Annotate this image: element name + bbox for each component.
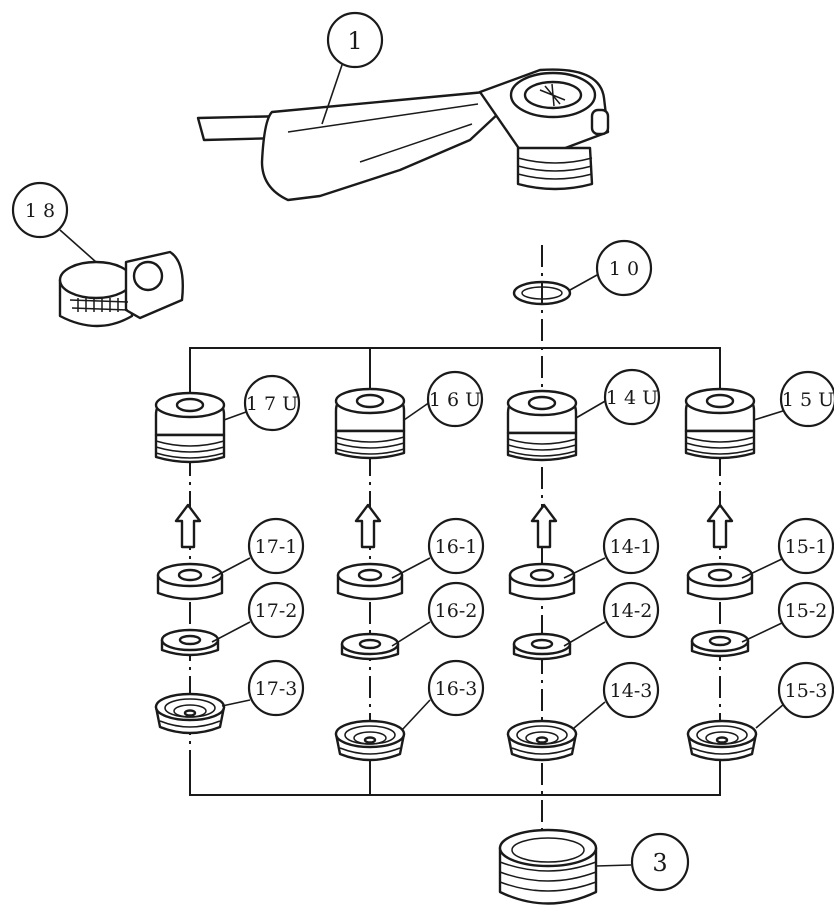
callout-10: 1 0: [595, 239, 653, 297]
callout-17-1: 17-1: [247, 517, 305, 575]
callout-17-2: 17-2: [247, 581, 305, 639]
callout-3: 3: [630, 832, 690, 892]
callout-14-2: 14-2: [602, 581, 660, 639]
callout-15-1: 15-1: [777, 517, 834, 575]
callout-1-label: 1: [347, 27, 362, 55]
column-17: [154, 380, 226, 752]
callout-16-2: 16-2: [427, 581, 485, 639]
callout-10-label: 1 0: [609, 258, 639, 280]
callout-3-label: 3: [652, 849, 667, 877]
leader-lines: [59, 61, 787, 867]
callout-17-3: 17-3: [247, 659, 305, 717]
callout-16-2-label: 16-2: [435, 600, 478, 622]
callout-14-3-label: 14-3: [610, 680, 653, 702]
callout-16-3: 16-3: [427, 659, 485, 717]
callout-15U: 1 5 U: [779, 370, 834, 428]
callout-18-label: 1 8: [25, 200, 55, 222]
threaded-collar: [498, 828, 598, 905]
bracket-frame: [189, 347, 721, 796]
callout-15-1-label: 15-1: [785, 536, 828, 558]
callout-14-3: 14-3: [602, 661, 660, 719]
callout-14-1-label: 14-1: [610, 536, 653, 558]
callout-14U-label: 1 4 U: [606, 387, 658, 409]
callout-17U-label: 1 7 U: [246, 393, 298, 415]
column-16: [334, 380, 406, 762]
callout-16-1: 16-1: [427, 517, 485, 575]
callout-17-1-label: 17-1: [255, 536, 298, 558]
callout-17U: 1 7 U: [243, 374, 301, 432]
callout-15-2-label: 15-2: [785, 600, 828, 622]
callout-14-2-label: 14-2: [610, 600, 653, 622]
column-15: [684, 380, 758, 762]
callout-15-3-label: 15-3: [785, 680, 828, 702]
hose-clamp: [58, 250, 184, 328]
callout-16U-label: 1 6 U: [429, 389, 481, 411]
callout-16-3-label: 16-3: [435, 678, 478, 700]
callout-17-2-label: 17-2: [255, 600, 298, 622]
callout-18: 1 8: [11, 181, 69, 239]
callout-17-3-label: 17-3: [255, 678, 298, 700]
spray-handle: [196, 68, 610, 202]
callout-15U-label: 1 5 U: [782, 389, 834, 411]
callout-16U: 1 6 U: [426, 370, 484, 428]
callout-14-1: 14-1: [602, 517, 660, 575]
callout-14U: 1 4 U: [603, 368, 661, 426]
callout-1: 1: [326, 11, 384, 69]
callout-16-1-label: 16-1: [435, 536, 478, 558]
callout-15-2: 15-2: [777, 581, 834, 639]
callout-15-3: 15-3: [777, 661, 834, 719]
